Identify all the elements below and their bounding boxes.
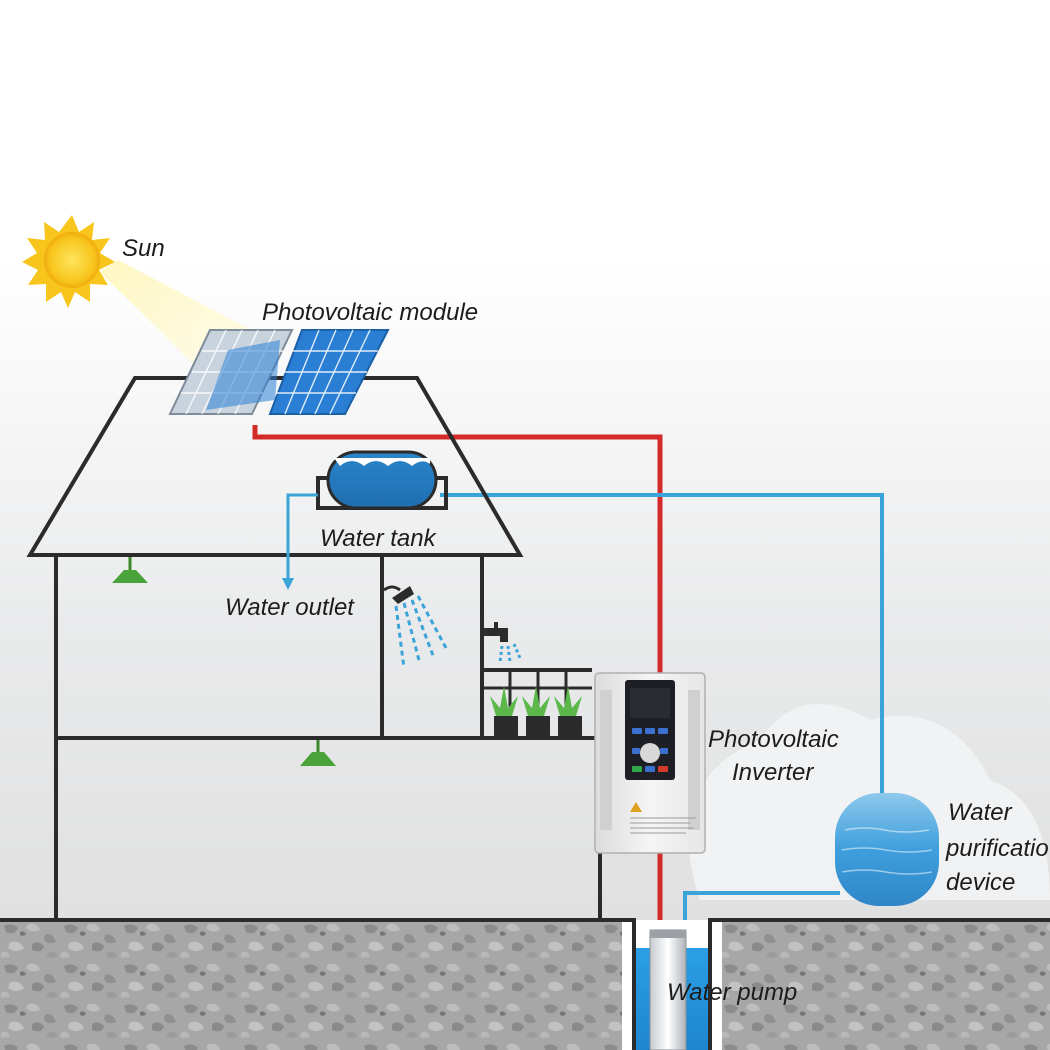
shower-icon xyxy=(383,585,448,669)
purification-label-line3: device xyxy=(946,869,1015,896)
inverter-label-line2: Inverter xyxy=(732,759,814,786)
faucet-icon xyxy=(484,622,522,663)
water-supply-line xyxy=(440,493,884,795)
purification-label-line1: Water xyxy=(948,799,1013,826)
ceiling-lamp-icon xyxy=(112,557,148,583)
purification-device-icon xyxy=(835,793,939,906)
water-outlet-label: Water outlet xyxy=(225,594,355,621)
solar-panel-icon xyxy=(168,329,390,415)
purification-label-line2: purificatio xyxy=(945,835,1049,862)
water-outlet-arrow xyxy=(282,493,318,590)
sun-icon xyxy=(22,215,115,308)
water-tank-icon xyxy=(316,450,448,510)
inverter-label-line1: Photovoltaic xyxy=(708,726,839,753)
plant-icon xyxy=(522,686,550,736)
plant-icon xyxy=(490,686,518,736)
sun-label: Sun xyxy=(122,235,165,262)
ceiling-lamp-icon xyxy=(300,740,336,766)
ground xyxy=(0,918,1050,1050)
inverter-icon xyxy=(594,672,706,854)
water-tank-label: Water tank xyxy=(320,525,438,552)
water-pump-icon xyxy=(649,929,687,1050)
plant-icon xyxy=(554,686,582,736)
pv-module-label: Photovoltaic module xyxy=(262,299,478,326)
water-pump-label: Water pump xyxy=(667,979,797,1006)
